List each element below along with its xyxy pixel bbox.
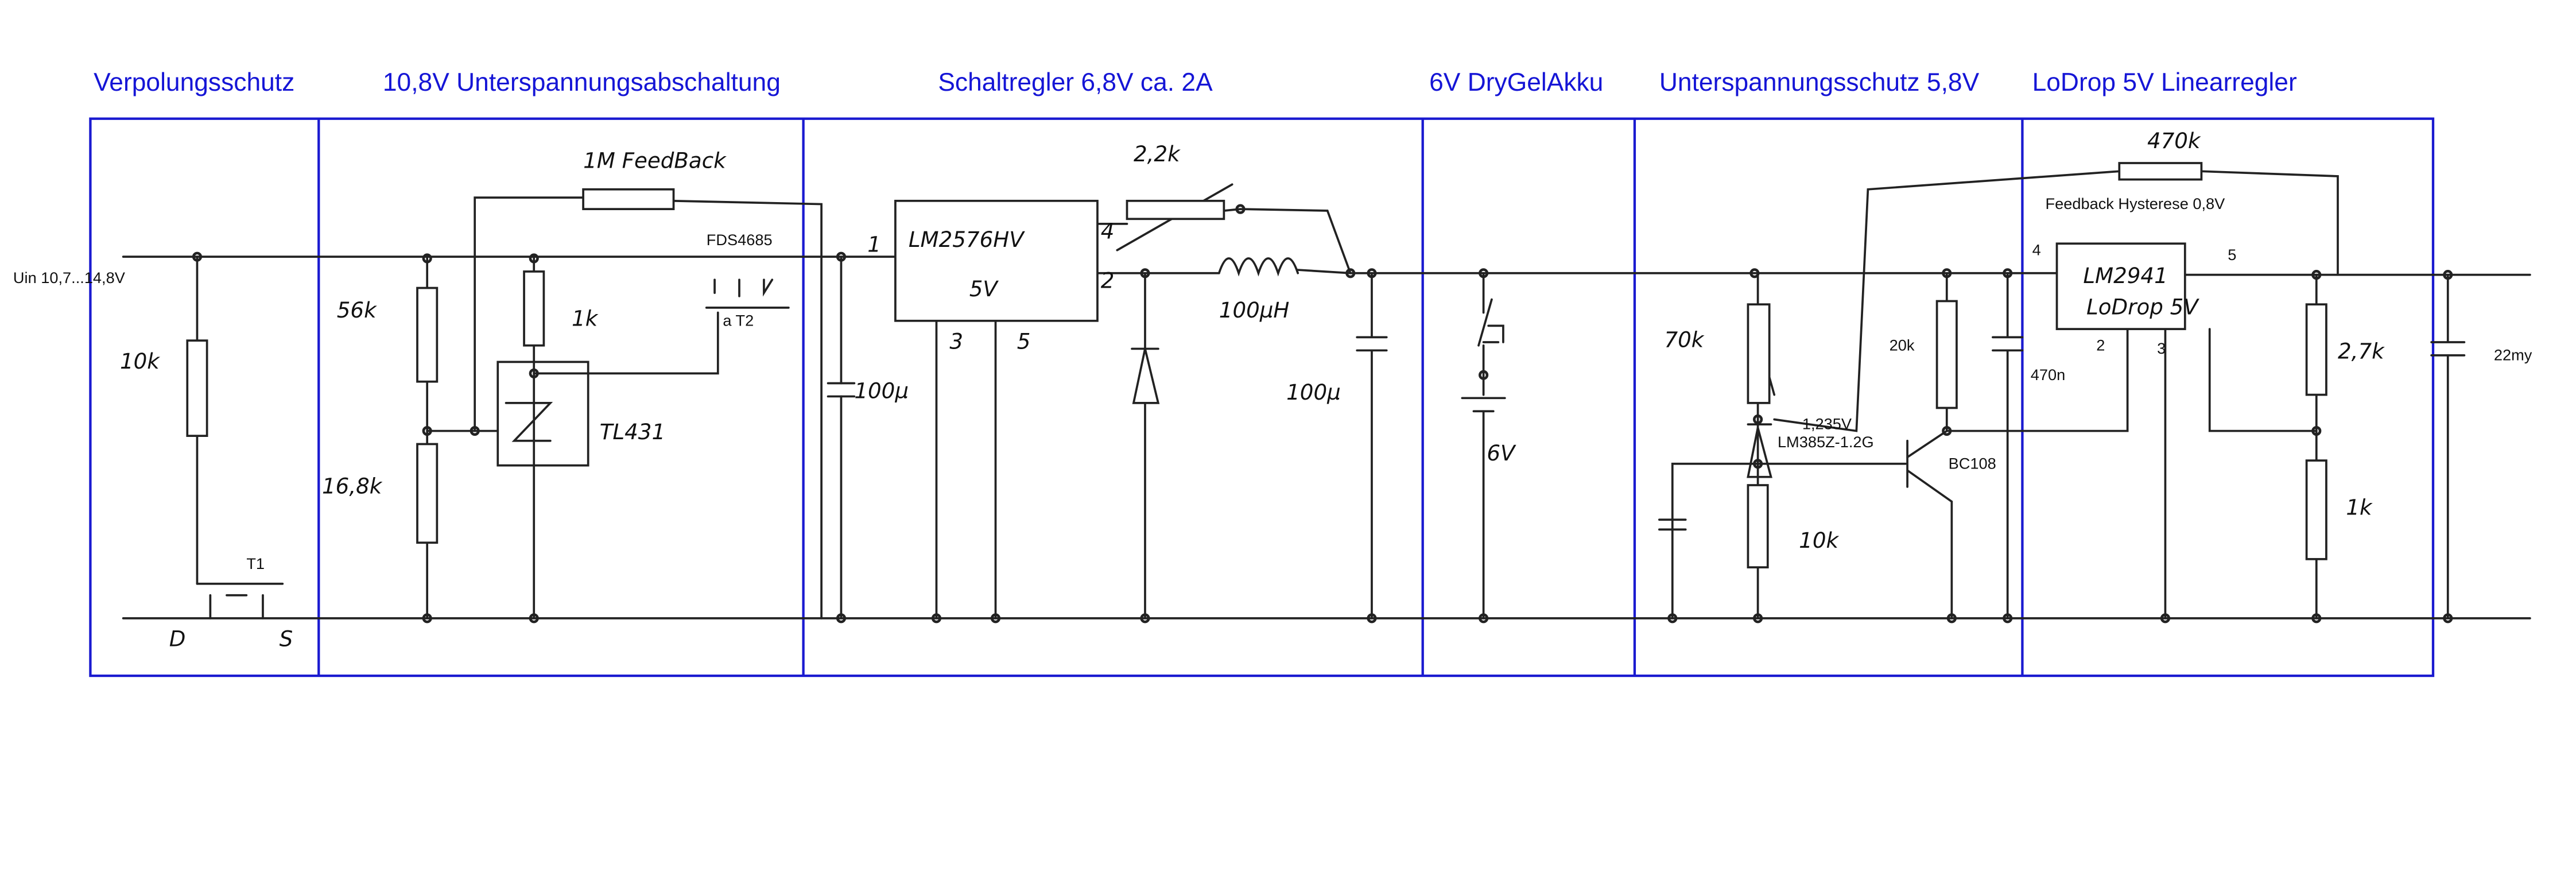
label-lm2576-5v: 5V — [969, 276, 999, 301]
label-fds4685: FDS4685 — [707, 231, 773, 249]
label-56k: 56k — [337, 297, 377, 323]
label-source: S — [280, 626, 293, 652]
label-bc108: BC108 — [1949, 454, 1996, 472]
label-70k: 70k — [1664, 327, 1704, 353]
label-2-7k: 2,7k — [2338, 339, 2385, 364]
section-title-unterspannungsschutz: Unterspannungsschutz 5,8V — [1659, 68, 1980, 96]
label-20k: 20k — [1890, 336, 1915, 354]
label-feedback-hysterese: Feedback Hysterese 0,8V — [2045, 195, 2225, 212]
section-title-unterspannungsabschaltung: 10,8V Unterspannungsabschaltung — [383, 68, 781, 96]
pin-4: 4 — [1101, 219, 1115, 244]
label-1k: 1k — [572, 305, 599, 331]
label-lm2576hv: LM2576HV — [909, 227, 1025, 252]
label-lm2941-lodrop: LoDrop 5V — [2086, 294, 2199, 319]
label-1-235v: 1,235V — [1802, 415, 1852, 433]
resistors — [186, 162, 2327, 568]
wires — [122, 170, 2531, 620]
lm2941-pin-3: 3 — [2157, 339, 2166, 357]
label-470k: 470k — [2147, 128, 2201, 153]
label-t1: T1 — [246, 555, 265, 572]
junction-dots — [192, 204, 2453, 624]
lm2941-ic — [2055, 242, 2186, 330]
label-t2: a T2 — [723, 311, 754, 329]
label-22my: 22my — [2494, 346, 2532, 363]
label-1k-b: 1k — [2346, 495, 2373, 520]
label-10k: 10k — [120, 349, 160, 374]
lm2576-ic — [894, 199, 1099, 322]
section-title-lodrop: LoDrop 5V Linearregler — [2032, 68, 2297, 96]
label-battery-6v: 6V — [1487, 440, 1516, 466]
label-drain: D — [169, 626, 186, 652]
pin-1: 1 — [867, 232, 881, 257]
section-title-schaltregler: Schaltregler 6,8V ca. 2A — [938, 68, 1213, 96]
tl431-symbol — [505, 402, 553, 442]
section-frames — [89, 117, 2435, 677]
section-title-verpolungsschutz: Verpolungsschutz — [94, 68, 294, 96]
label-1m-feedback: 1M FeedBack — [583, 148, 727, 173]
label-470n: 470n — [2031, 366, 2065, 384]
label-100u-out: 100µ — [1286, 380, 1341, 405]
pin-3: 3 — [949, 328, 963, 354]
label-tl431: TL431 — [600, 419, 665, 444]
label-100uh: 100µH — [1219, 297, 1290, 323]
pin-5: 5 — [1017, 328, 1031, 354]
lm2941-pin-4: 4 — [2032, 241, 2041, 258]
label-lm2941: LM2941 — [2083, 263, 2167, 288]
label-10k-b: 10k — [1799, 528, 1839, 553]
lm2941-pin-2: 2 — [2096, 336, 2105, 354]
label-100u-in: 100µ — [854, 378, 909, 403]
label-16-8k: 16,8k — [322, 473, 383, 498]
input-voltage-label: Uin 10,7...14,8V — [13, 269, 126, 286]
label-2-2k: 2,2k — [1134, 141, 1181, 167]
lm2941-pin-5: 5 — [2228, 246, 2236, 264]
label-lm385: LM385Z-1.2G — [1778, 433, 1874, 451]
section-title-akku: 6V DryGelAkku — [1429, 68, 1603, 96]
pin-2: 2 — [1101, 268, 1115, 293]
